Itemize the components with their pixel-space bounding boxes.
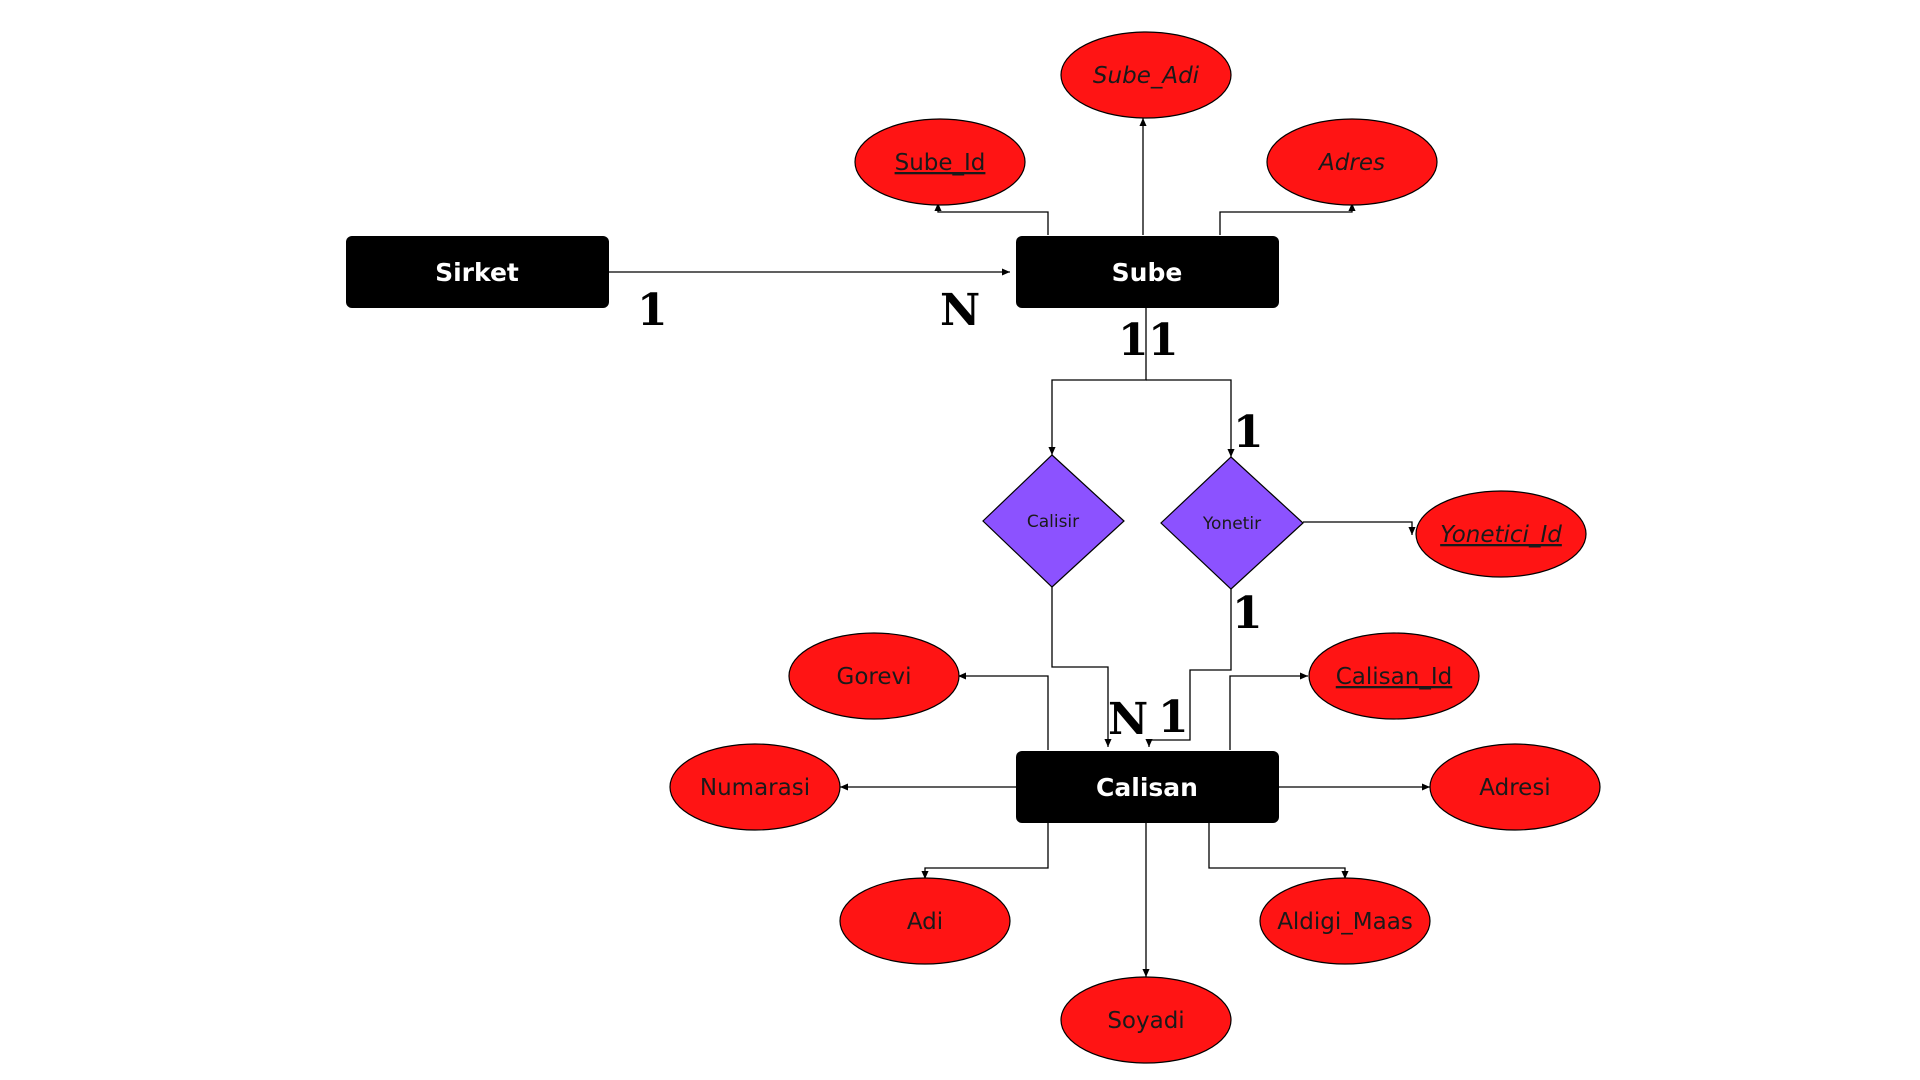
entity-calisan-box: [1016, 751, 1279, 823]
cardinality-sube-calisir: 1: [1118, 315, 1149, 366]
attribute-soyadi-label: Soyadi: [1107, 1008, 1184, 1034]
relationship-yonetir-label: Yonetir: [1202, 514, 1261, 534]
connector-calisan-gorevi: [958, 672, 1049, 750]
attribute-sube-id-ellipse: [854, 118, 1026, 206]
connector-yonetir-calisan: [1145, 588, 1232, 747]
attribute-sube-adi-ellipse: [1060, 31, 1232, 119]
attribute-aldigi-maas-ellipse: [1259, 877, 1431, 965]
attribute-calisan-id-ellipse: [1308, 632, 1480, 720]
relationship-calisir[interactable]: Calisir: [982, 454, 1125, 588]
attribute-yonetici-id-label: Yonetici_Id: [1440, 522, 1562, 548]
entity-sube[interactable]: Sube: [1016, 236, 1279, 308]
attribute-numarasi-ellipse: [669, 743, 841, 831]
cardinality-labels: 1 N 1 1 1 1 N 1: [637, 285, 1264, 745]
cardinality-yonetir-bottom: 1: [1232, 588, 1263, 639]
relationship-calisir-diamond: [982, 454, 1125, 588]
cardinality-sube-side: N: [940, 285, 980, 336]
entity-calisan[interactable]: Calisan: [1016, 751, 1279, 823]
cardinality-yonetir-top: 1: [1233, 407, 1264, 458]
attribute-gorevi-ellipse: [788, 632, 960, 720]
connector-yonetir-yonetici-id: [1303, 521, 1416, 535]
cardinality-sirket-side: 1: [637, 285, 668, 336]
connector-calisan-adi: [921, 823, 1049, 879]
attribute-sube-adi-label: Sube_Adi: [1093, 63, 1200, 89]
attribute-gorevi[interactable]: Gorevi: [788, 632, 960, 720]
attribute-yonetici-id[interactable]: Yonetici_Id: [1415, 490, 1587, 578]
attribute-soyadi[interactable]: Soyadi: [1060, 976, 1232, 1064]
attribute-aldigi-maas[interactable]: Aldigi_Maas: [1259, 877, 1431, 965]
attribute-sube-adi[interactable]: Sube_Adi: [1060, 31, 1232, 119]
entity-sirket-box: [346, 236, 609, 308]
connector-calisan-calisan-id: [1229, 672, 1308, 750]
connector-sube-sube-id: [934, 203, 1049, 235]
relationship-calisir-label: Calisir: [1027, 512, 1079, 532]
connector-calisan-aldigi-maas: [1208, 823, 1349, 879]
attribute-adi-label: Adi: [907, 909, 943, 935]
attribute-calisan-id[interactable]: Calisan_Id: [1308, 632, 1480, 720]
attribute-numarasi[interactable]: Numarasi: [669, 743, 841, 831]
entity-sirket-label: Sirket: [435, 258, 519, 287]
cardinality-calisan-yonetir: 1: [1158, 692, 1189, 743]
attribute-yonetici-id-ellipse: [1415, 490, 1587, 578]
connectors: [606, 118, 1430, 977]
connector-sube-calisir: [1048, 308, 1147, 455]
attribute-adresi[interactable]: Adresi: [1429, 743, 1601, 831]
cardinality-sube-yonetir: 1: [1148, 315, 1179, 366]
attribute-adres-ellipse: [1266, 118, 1438, 206]
attribute-adi[interactable]: Adi: [839, 877, 1011, 965]
connector-sube-yonetir: [1146, 379, 1235, 457]
connector-calisir-calisan: [1051, 585, 1112, 747]
relationship-yonetir-diamond: [1160, 456, 1304, 590]
entity-sube-box: [1016, 236, 1279, 308]
attribute-adres-label: Adres: [1317, 150, 1385, 176]
attribute-numarasi-label: Numarasi: [700, 775, 810, 801]
attribute-adresi-ellipse: [1429, 743, 1601, 831]
cardinality-calisan-calisir: N: [1108, 694, 1148, 745]
attribute-adi-ellipse: [839, 877, 1011, 965]
entity-sube-label: Sube: [1112, 258, 1183, 287]
attribute-soyadi-ellipse: [1060, 976, 1232, 1064]
attribute-adresi-label: Adresi: [1479, 775, 1550, 801]
attribute-calisan-id-label: Calisan_Id: [1336, 664, 1452, 690]
attribute-aldigi-maas-label: Aldigi_Maas: [1277, 909, 1413, 935]
relationship-yonetir[interactable]: Yonetir: [1160, 456, 1304, 590]
entity-calisan-label: Calisan: [1096, 773, 1198, 802]
entity-sirket[interactable]: Sirket: [346, 236, 609, 308]
connector-sube-adres: [1219, 203, 1356, 235]
attribute-adres[interactable]: Adres: [1266, 118, 1438, 206]
attribute-sube-id-label: Sube_Id: [895, 150, 986, 176]
attribute-gorevi-label: Gorevi: [837, 664, 912, 690]
attribute-sube-id[interactable]: Sube_Id: [854, 118, 1026, 206]
